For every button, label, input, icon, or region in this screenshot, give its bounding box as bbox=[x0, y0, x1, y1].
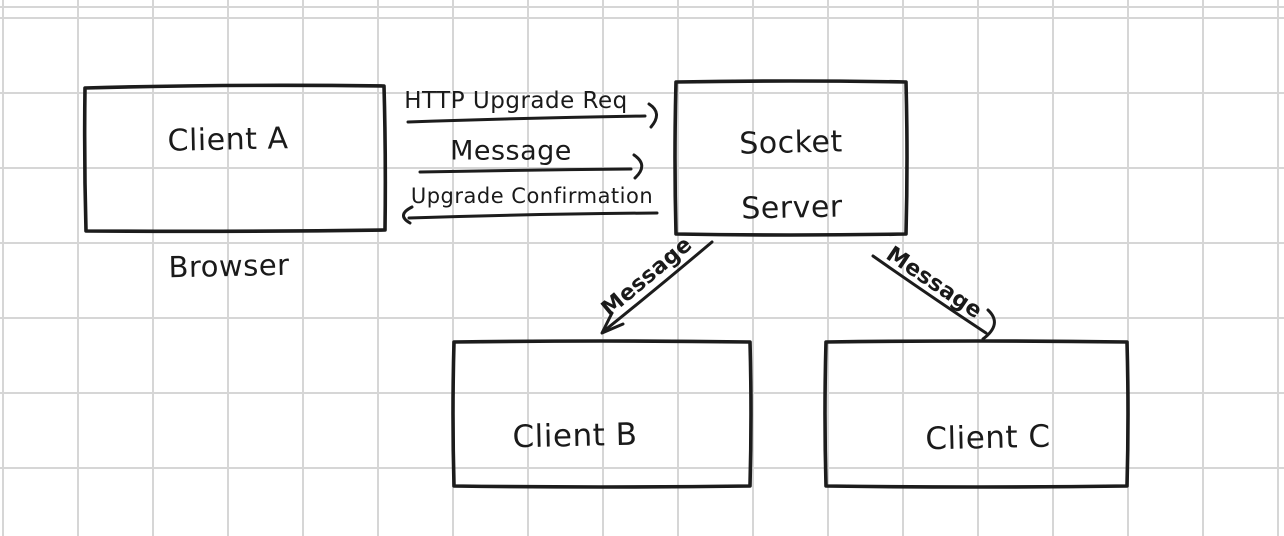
http-upgrade-req-arrowhead bbox=[647, 102, 658, 129]
message-arrowhead bbox=[632, 153, 644, 180]
http-upgrade-req-label: HTTP Upgrade Req bbox=[404, 88, 628, 114]
message-to-client-b-line bbox=[602, 240, 714, 333]
socket-server-label-line1: Socket bbox=[738, 124, 844, 162]
client-a-box bbox=[82, 83, 388, 234]
client-c-box bbox=[823, 339, 1130, 489]
upgrade-confirmation-label: Upgrade Confirmation bbox=[410, 184, 654, 208]
message-to-client-b-arrowhead bbox=[600, 311, 625, 335]
browser-caption: Browser bbox=[168, 247, 290, 285]
message-to-server-label: Message bbox=[450, 135, 572, 167]
client-a-label: Client A bbox=[167, 121, 289, 159]
socket-server-label-line2: Server bbox=[740, 189, 844, 227]
upgrade-confirmation-arrowhead bbox=[402, 205, 414, 225]
message-to-client-c-line bbox=[871, 254, 988, 335]
http-upgrade-req-arrow-line bbox=[406, 114, 647, 124]
upgrade-confirmation-arrow-line bbox=[407, 211, 659, 220]
message-arrow-line bbox=[418, 167, 633, 174]
client-b-label: Client B bbox=[512, 416, 638, 456]
socket-server-box bbox=[673, 79, 909, 237]
client-b-box bbox=[451, 339, 753, 489]
client-c-label: Client C bbox=[925, 418, 1051, 458]
message-to-client-c-arrowhead bbox=[981, 308, 996, 341]
